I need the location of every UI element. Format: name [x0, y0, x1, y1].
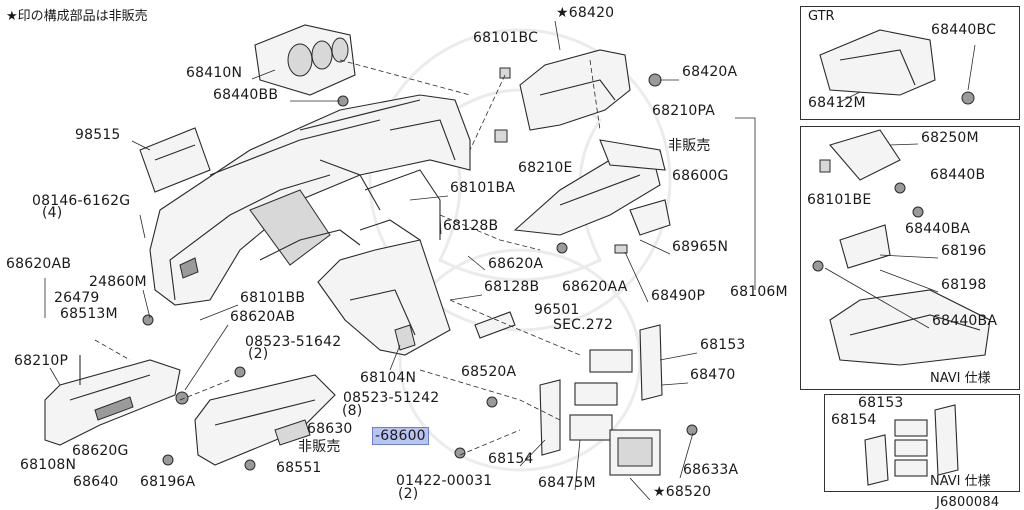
- part-label-68101BE: 68101BE: [807, 192, 872, 208]
- inset-navi2-caption: NAVI 仕様: [930, 474, 991, 489]
- part-label-68154-b: 68154: [831, 412, 877, 428]
- cluster-lid-drawing: [494, 49, 662, 143]
- part-label-SEC272: SEC.272: [553, 317, 614, 333]
- part-label-68104N: 68104N: [360, 370, 417, 386]
- part-label-24860M: 24860M: [89, 274, 147, 290]
- inset-navi2: [824, 394, 1020, 492]
- part-label-96501: 96501: [534, 302, 580, 318]
- meter-hood-drawing: [254, 24, 356, 107]
- inset-navi: [800, 126, 1020, 390]
- part-label-68210E: 68210E: [518, 160, 573, 176]
- part-label-68108N: 68108N: [20, 457, 77, 473]
- header-note: ★印の構成部品は非販売: [6, 9, 148, 24]
- part-label-68620G: 68620G: [72, 443, 129, 459]
- inset-gtr: [800, 6, 1020, 120]
- part-label-68620AA: 68620AA: [562, 279, 628, 295]
- assembly-lines: [94, 59, 601, 456]
- part-label-68600: -68600: [372, 427, 429, 445]
- part-label-68128B-a: 68128B: [443, 218, 499, 234]
- part-label-08146-6162G: 08146-6162G: [32, 193, 131, 209]
- part-label-hibanbai-bottom: 非販売: [298, 439, 341, 455]
- glove-box-drawing: [194, 366, 336, 471]
- part-label-68101BA: 68101BA: [450, 180, 516, 196]
- part-label-68196A: 68196A: [140, 474, 196, 490]
- part-label-08523-51242-qty: (8): [342, 403, 363, 419]
- part-label-68196: 68196: [941, 243, 987, 259]
- part-label-68440BC: 68440BC: [931, 22, 997, 38]
- part-label-68210PA: 68210PA: [652, 103, 716, 119]
- part-label-68470: 68470: [690, 367, 736, 383]
- instrument-panel-drawing: [149, 94, 471, 306]
- part-label-68420: ★68420: [556, 5, 615, 21]
- part-label-68153-a: 68153: [700, 337, 746, 353]
- part-label-08523-51242: 08523-51242: [343, 390, 440, 406]
- part-label-68106M: 68106M: [730, 284, 788, 300]
- part-label-68420A: 68420A: [682, 64, 738, 80]
- navi2-inset-drawing: [864, 404, 959, 486]
- part-label-68513M: 68513M: [60, 306, 118, 322]
- part-label-68630: 68630: [307, 421, 353, 437]
- part-label-68198: 68198: [941, 277, 987, 293]
- center-console-drawing: [317, 169, 451, 356]
- part-label-68210P: 68210P: [14, 353, 69, 369]
- inset-gtr-title: GTR: [808, 9, 835, 24]
- part-label-68440BA-a: 68440BA: [905, 221, 971, 237]
- part-label-08146-qty: (4): [42, 205, 63, 221]
- part-label-68633A: 68633A: [683, 462, 739, 478]
- panel-98515-drawing: [139, 127, 211, 193]
- part-label-68600G: 68600G: [672, 168, 729, 184]
- vent-assembly-drawing: [513, 139, 671, 254]
- diagram-code: J6800084: [936, 495, 1000, 510]
- part-label-08523-51642-qty: (2): [248, 346, 269, 362]
- part-label-68490P: 68490P: [651, 288, 706, 304]
- leader-lines: [44, 20, 756, 501]
- part-label-68620AB-a: 68620AB: [6, 256, 72, 272]
- part-label-68965N: 68965N: [672, 239, 729, 255]
- part-label-68475M: 68475M: [538, 475, 596, 491]
- part-label-68440B: 68440B: [930, 167, 986, 183]
- part-label-68440BB: 68440BB: [213, 87, 279, 103]
- audio-stack-drawing: [454, 311, 698, 476]
- part-label-68440BA-b: 68440BA: [932, 313, 998, 329]
- part-label-68101BB: 68101BB: [240, 290, 306, 306]
- part-label-68412M: 68412M: [808, 95, 866, 111]
- part-label-68620AB-b: 68620AB: [230, 309, 296, 325]
- part-label-68410N: 68410N: [186, 65, 243, 81]
- part-label-98515: 98515: [75, 127, 121, 143]
- part-label-68551: 68551: [276, 460, 322, 476]
- part-label-68128B-b: 68128B: [484, 279, 540, 295]
- part-label-68620A: 68620A: [488, 256, 544, 272]
- part-label-26479: 26479: [54, 290, 100, 306]
- gtr-inset-drawing: [819, 29, 976, 105]
- part-label-01422-00031: 01422-00031: [396, 473, 493, 489]
- navi-inset-drawing: [812, 129, 991, 366]
- part-label-08523-51642: 08523-51642: [245, 334, 342, 350]
- part-label-68520: ★68520: [653, 484, 712, 500]
- part-label-68520A: 68520A: [461, 364, 517, 380]
- lower-panel-left-drawing: [44, 314, 189, 466]
- part-label-68154-a: 68154: [488, 451, 534, 467]
- part-label-68153-b: 68153: [858, 395, 904, 411]
- part-label-01422-qty: (2): [398, 486, 419, 502]
- part-label-68640: 68640: [73, 474, 119, 490]
- part-label-68101BC: 68101BC: [473, 30, 539, 46]
- part-label-68250M: 68250M: [921, 130, 979, 146]
- inset-navi-caption: NAVI 仕様: [930, 371, 991, 386]
- part-label-hibanbai-top: 非販売: [668, 138, 711, 154]
